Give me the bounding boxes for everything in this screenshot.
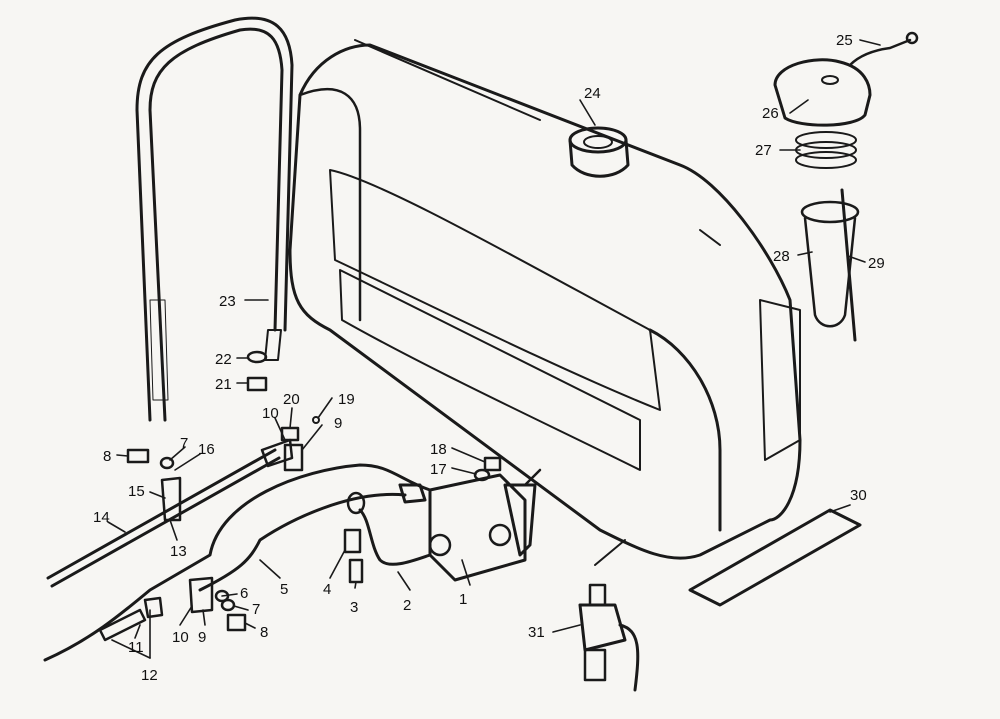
nut-20 bbox=[280, 426, 300, 442]
rod-14 bbox=[46, 438, 294, 588]
washer-17 bbox=[473, 468, 491, 482]
strainer-rod bbox=[840, 188, 857, 342]
label-2: 2 bbox=[403, 597, 411, 614]
label-31: 31 bbox=[528, 624, 545, 641]
label-4: 4 bbox=[323, 581, 331, 598]
washer-7-lower bbox=[220, 598, 236, 612]
label-17: 17 bbox=[430, 461, 447, 478]
bolt-3 bbox=[348, 558, 364, 584]
label-8a: 8 bbox=[103, 448, 111, 465]
label-29: 29 bbox=[868, 255, 885, 272]
nut-21 bbox=[246, 376, 268, 392]
cap-spring bbox=[795, 131, 857, 169]
label-25: 25 bbox=[836, 32, 853, 49]
label-6: 6 bbox=[240, 585, 248, 602]
label-10b: 10 bbox=[172, 629, 189, 646]
label-18: 18 bbox=[430, 441, 447, 458]
label-10a: 10 bbox=[262, 405, 279, 422]
washer-7-upper bbox=[159, 456, 175, 470]
leader-lines bbox=[107, 39, 881, 659]
washer-19 bbox=[312, 416, 320, 424]
label-9a: 9 bbox=[334, 415, 342, 432]
label-9b: 9 bbox=[198, 629, 206, 646]
nut-18 bbox=[483, 456, 502, 472]
label-13: 13 bbox=[170, 543, 187, 560]
rubber-strip bbox=[688, 508, 862, 607]
cap-chain bbox=[848, 31, 919, 67]
label-16: 16 bbox=[198, 441, 215, 458]
label-8b: 8 bbox=[260, 624, 268, 641]
clip-9-lower bbox=[188, 576, 214, 614]
label-15: 15 bbox=[128, 483, 145, 500]
label-12: 12 bbox=[141, 667, 158, 684]
filler-strainer bbox=[800, 200, 860, 328]
label-23: 23 bbox=[219, 293, 236, 310]
spring-11 bbox=[98, 596, 164, 642]
fuel-tank bbox=[288, 39, 802, 560]
label-3: 3 bbox=[350, 599, 358, 616]
bolt-8-lower bbox=[226, 613, 247, 632]
fuel-cock bbox=[428, 468, 542, 582]
clip-9-upper bbox=[283, 443, 304, 472]
clip-13 bbox=[160, 476, 182, 522]
label-21: 21 bbox=[215, 376, 232, 393]
tank-strap bbox=[135, 16, 294, 422]
fuel-pipe-long bbox=[43, 463, 432, 662]
label-11: 11 bbox=[128, 639, 144, 656]
label-1: 1 bbox=[459, 591, 467, 608]
washer-22 bbox=[246, 350, 268, 364]
label-24: 24 bbox=[584, 85, 601, 102]
label-7b: 7 bbox=[252, 601, 260, 618]
label-14: 14 bbox=[93, 509, 110, 526]
fuel-pipe-short bbox=[346, 491, 432, 566]
part-labels: 1 2 3 4 5 6 7 7 8 8 9 9 10 10 11 12 13 1… bbox=[93, 32, 885, 684]
bolt-8-upper bbox=[126, 448, 150, 464]
label-22: 22 bbox=[215, 351, 232, 368]
label-27: 27 bbox=[755, 142, 772, 159]
label-5: 5 bbox=[280, 581, 288, 598]
union-4 bbox=[343, 528, 362, 554]
drain-tap bbox=[578, 539, 640, 692]
filler-cap bbox=[773, 58, 872, 127]
label-20: 20 bbox=[283, 391, 300, 408]
label-30: 30 bbox=[850, 487, 867, 504]
label-7a: 7 bbox=[180, 435, 188, 452]
label-19: 19 bbox=[338, 391, 355, 408]
label-26: 26 bbox=[762, 105, 779, 122]
label-28: 28 bbox=[773, 248, 790, 265]
